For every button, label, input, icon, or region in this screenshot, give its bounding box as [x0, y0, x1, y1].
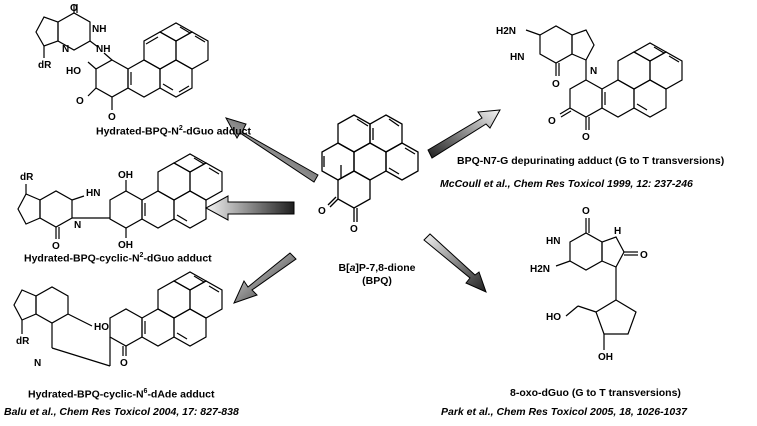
ref-top-right: McCoull et al., Chem Res Toxicol 1999, 1…	[440, 178, 693, 190]
tl-o-bottom: O	[108, 112, 116, 123]
br-h2n: H2N	[530, 264, 550, 275]
bpq-o-left: O	[318, 206, 326, 217]
br-oh: OH	[598, 352, 613, 363]
br-ho: HO	[546, 312, 561, 323]
bl-dr: dR	[16, 336, 30, 347]
top-left-structure	[35, 4, 209, 110]
tr-o-left: O	[548, 116, 556, 127]
br-h: H	[614, 226, 621, 237]
tr-hn: HN	[510, 52, 524, 63]
label-top-left: Hydrated-BPQ-N2-dGuo adduct	[96, 125, 251, 138]
label-mid-left: Hydrated-BPQ-cyclic-N2-dGuo adduct	[24, 252, 212, 265]
ml-dr: dR	[20, 172, 34, 183]
ref-bottom-left: Balu et al., Chem Res Toxicol 2004, 17: …	[4, 406, 239, 418]
arrow-to-mid-left	[204, 195, 295, 221]
label-bottom-right: 8-oxo-dGuo (G to T transversions)	[510, 387, 681, 399]
tl-ho: HO	[66, 66, 81, 77]
tl-n-1: N	[62, 44, 69, 55]
label-bottom-left: Hydrated-BPQ-cyclic-N6-dAde adduct	[28, 388, 215, 401]
label-top-right: BPQ-N7-G depurinating adduct (G to T tra…	[457, 155, 725, 167]
tr-h2n: H2N	[496, 26, 516, 37]
ml-o-bottom: O	[52, 241, 60, 252]
arrow-to-bottom-left	[233, 252, 297, 304]
bottom-right-structure	[555, 218, 638, 350]
bottom-left-structure	[13, 271, 223, 367]
center-abbrev: (BPQ)	[362, 275, 392, 287]
tr-n: N	[590, 66, 597, 77]
arrow-to-top-left	[224, 117, 319, 183]
tl-nh-1: NH	[92, 24, 106, 35]
ml-hn: HN	[86, 188, 100, 199]
tl-dr: dR	[38, 60, 52, 71]
br-o-right: O	[640, 250, 648, 261]
ref-bottom-right: Park et al., Chem Res Toxicol 2005, 18, …	[441, 406, 687, 418]
top-right-structure	[525, 25, 683, 130]
tl-nh-2: NH	[96, 44, 110, 55]
arrow-to-top-right	[427, 109, 501, 159]
label-center: B[a]P-7,8-dione (BPQ)	[322, 262, 432, 288]
mid-left-structure	[17, 153, 223, 239]
tl-o-top: O	[70, 3, 78, 14]
center-name: B[a]P-7,8-dione	[338, 262, 416, 274]
bpq-o-bottom: O	[350, 224, 358, 235]
bpq-structure	[321, 114, 419, 222]
bl-n: N	[34, 358, 41, 369]
bl-o: O	[120, 358, 128, 369]
tl-o-left: O	[76, 96, 84, 107]
br-o-top: O	[582, 206, 590, 217]
ml-n: N	[74, 220, 81, 231]
arrow-to-bottom-right	[423, 233, 487, 293]
ml-oh-bottom: OH	[118, 240, 133, 251]
tr-o-top: O	[552, 79, 560, 90]
ml-oh-top: OH	[118, 170, 133, 181]
bl-ho: HO	[94, 322, 109, 333]
br-hn: HN	[546, 236, 560, 247]
tr-o-bottom: O	[582, 132, 590, 143]
